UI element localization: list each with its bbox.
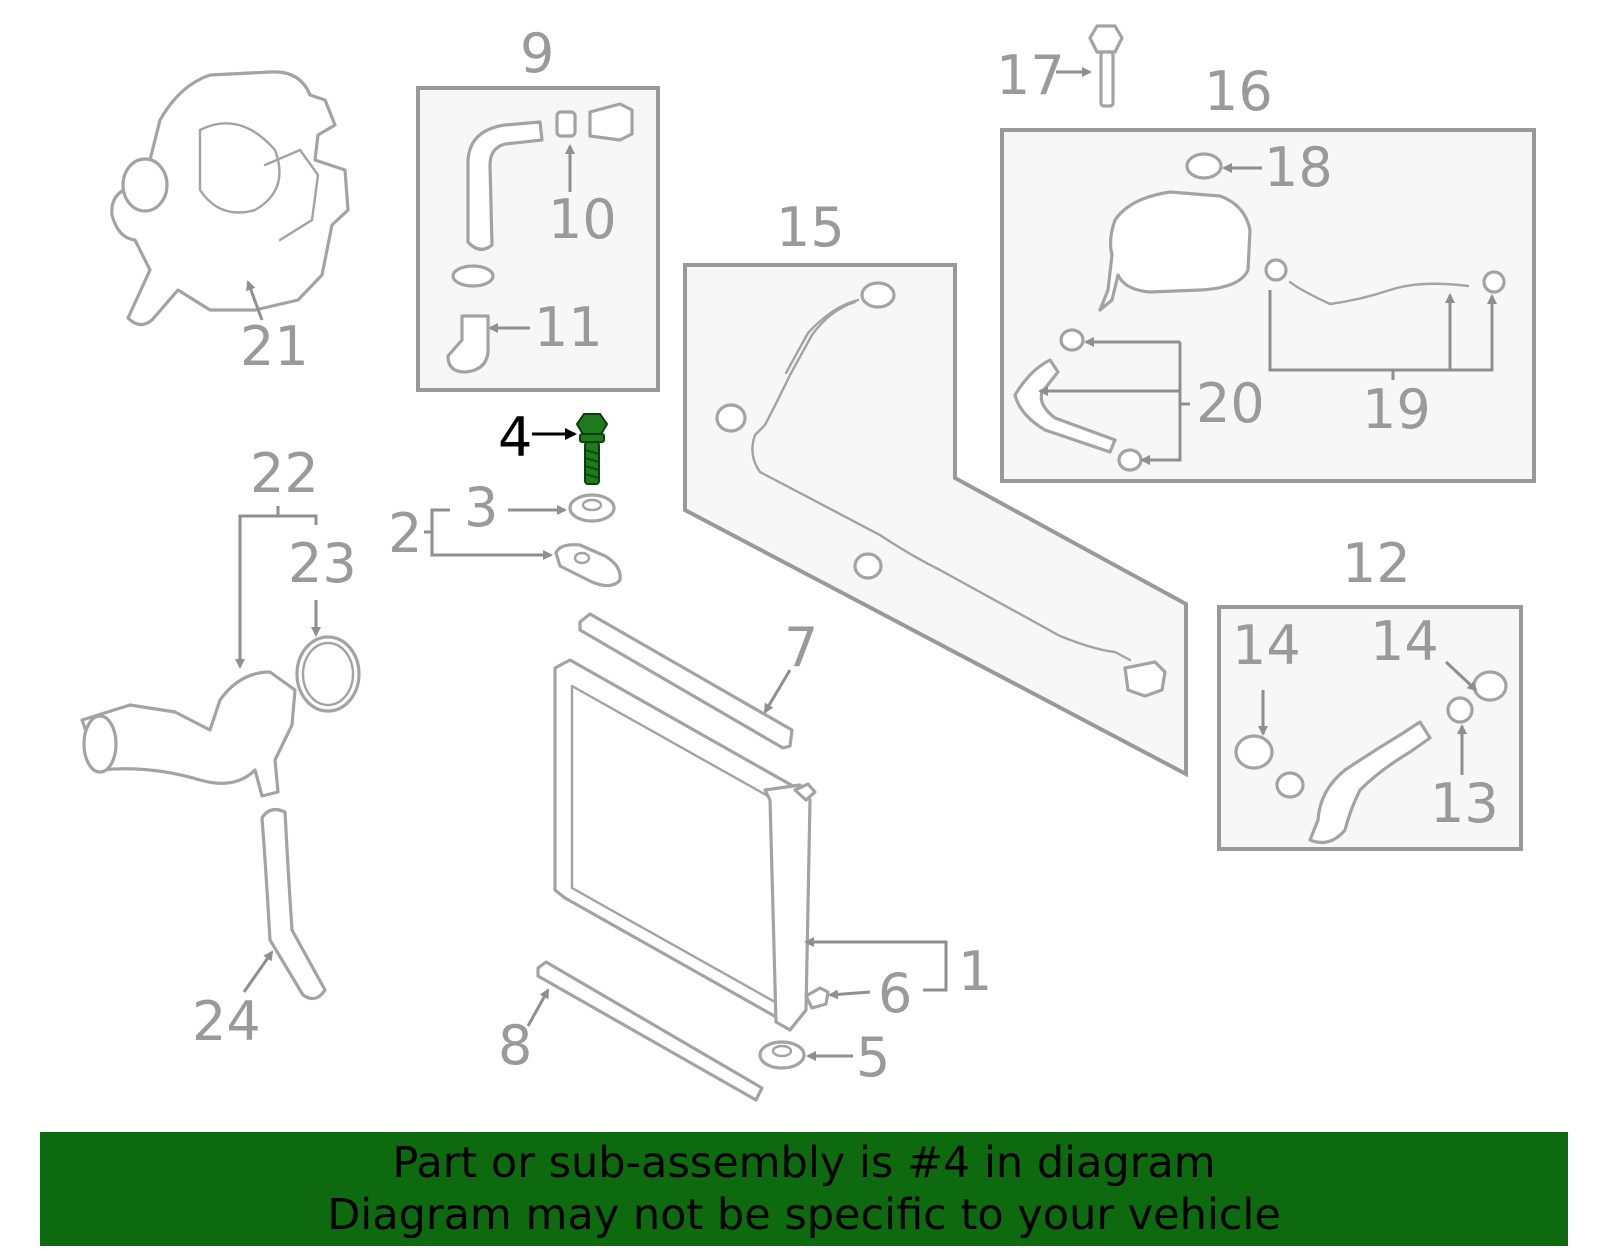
box-9 bbox=[416, 86, 660, 392]
clamp-20a bbox=[1059, 328, 1085, 352]
label-16: 16 bbox=[1204, 60, 1273, 123]
elbow-11 bbox=[446, 314, 490, 374]
label-15: 15 bbox=[776, 196, 845, 259]
label-24: 24 bbox=[192, 990, 261, 1053]
drain-plug-6 bbox=[804, 986, 830, 1010]
box-12 bbox=[1217, 605, 1523, 851]
thermostat-housing-21 bbox=[110, 70, 350, 327]
mount-parts-2-3 bbox=[424, 493, 622, 588]
label-18: 18 bbox=[1264, 136, 1333, 199]
banner-line-2: Diagram may not be specific to your vehi… bbox=[327, 1190, 1281, 1240]
clamp-19a bbox=[1264, 258, 1288, 282]
o-ring-23 bbox=[295, 635, 361, 713]
label-6: 6 bbox=[878, 962, 912, 1025]
box-15 bbox=[683, 263, 1188, 778]
clamp-14b bbox=[1472, 670, 1508, 702]
connector-15 bbox=[1123, 660, 1167, 698]
hose-24 bbox=[260, 807, 327, 1001]
clamp-15b bbox=[715, 403, 747, 433]
clamp-15c bbox=[853, 552, 883, 580]
clamp-12 bbox=[1275, 771, 1305, 799]
seal-7 bbox=[578, 612, 794, 750]
label-7: 7 bbox=[784, 616, 818, 679]
bolt-17 bbox=[1056, 24, 1124, 108]
label-20: 20 bbox=[1196, 372, 1265, 435]
label-2: 2 bbox=[388, 502, 422, 565]
label-21: 21 bbox=[240, 315, 309, 378]
label-14-right: 14 bbox=[1370, 610, 1439, 673]
clamp-15a bbox=[860, 281, 896, 309]
radiator-1 bbox=[553, 658, 948, 1032]
hose-19 bbox=[1288, 280, 1470, 306]
hose-20 bbox=[1013, 358, 1117, 454]
label-4: 4 bbox=[498, 406, 532, 469]
label-8: 8 bbox=[498, 1014, 532, 1077]
banner-line-1: Part or sub-assembly is #4 in diagram bbox=[392, 1138, 1216, 1188]
clamp-10 bbox=[555, 110, 577, 138]
outlet-22 bbox=[80, 670, 297, 798]
box-16 bbox=[1000, 128, 1536, 483]
clamp-9 bbox=[451, 264, 495, 288]
clamp-20b bbox=[1117, 448, 1143, 472]
bracket-2 bbox=[554, 543, 622, 588]
label-14-left: 14 bbox=[1232, 614, 1301, 677]
clamp-19b bbox=[1482, 270, 1506, 294]
label-19: 19 bbox=[1362, 378, 1431, 441]
info-banner: Part or sub-assembly is #4 in diagram Di… bbox=[40, 1132, 1568, 1246]
label-10: 10 bbox=[548, 188, 617, 251]
label-22: 22 bbox=[250, 442, 319, 505]
outlet-assembly-22 bbox=[80, 506, 361, 1001]
fitting-10 bbox=[588, 102, 634, 142]
label-11: 11 bbox=[534, 296, 603, 359]
label-23: 23 bbox=[288, 532, 357, 595]
insulator-3 bbox=[568, 493, 616, 523]
insulator-5 bbox=[758, 1040, 853, 1070]
label-1: 1 bbox=[958, 940, 992, 1003]
bolt-4-highlighted bbox=[532, 413, 609, 485]
label-17: 17 bbox=[996, 44, 1065, 107]
upper-hose-9 bbox=[466, 120, 544, 251]
label-9: 9 bbox=[520, 22, 554, 85]
label-5: 5 bbox=[856, 1026, 890, 1089]
label-13: 13 bbox=[1430, 772, 1499, 835]
hose-12 bbox=[1308, 720, 1432, 844]
cap-18 bbox=[1185, 152, 1223, 180]
label-3: 3 bbox=[464, 476, 498, 539]
clamp-13 bbox=[1446, 696, 1474, 724]
pipe-15 bbox=[751, 300, 1132, 662]
clamp-14a bbox=[1234, 734, 1274, 770]
reservoir-16 bbox=[1098, 190, 1252, 312]
seal-8 bbox=[526, 960, 764, 1102]
label-12: 12 bbox=[1342, 532, 1411, 595]
